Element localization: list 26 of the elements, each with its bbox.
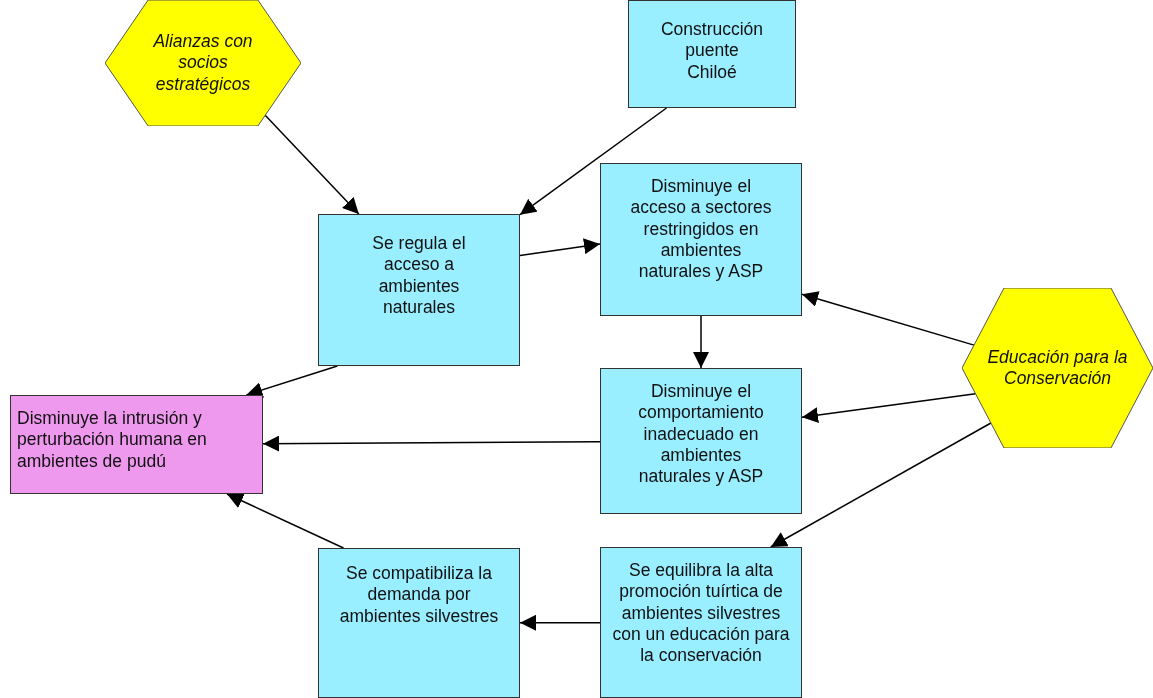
node-text: Se regula el acceso a ambientes naturales (371, 233, 467, 319)
node-text: Disminuye el acceso a sectores restringidos en ambientes naturales y ASP (629, 176, 773, 283)
arrow (519, 238, 601, 257)
arrow (693, 315, 709, 369)
node-text: Se equilibra la alta promoción tuírtica de ambientes silvestres con un educación para la conservación (611, 560, 791, 667)
arrow (801, 291, 975, 346)
arrow (519, 614, 601, 631)
node-text: Se compatibiliza la demanda por ambientes silvestres (338, 563, 500, 628)
arrow (801, 392, 977, 424)
target-box (10, 395, 263, 494)
node-text: Disminuye el comportamiento inadecuado en ambientes naturales y ASP (637, 381, 765, 488)
arrow (264, 114, 360, 215)
process-box (628, 0, 796, 108)
process-box (318, 214, 520, 366)
process-box (318, 548, 520, 698)
node-text: Alianzas con socios estratégicos (152, 31, 254, 95)
node-text: Disminuye la intrusión y perturbación humana en ambientes de pudú (17, 408, 208, 473)
process-box (600, 163, 802, 316)
process-box (600, 368, 802, 514)
node-text: Construcción puente Chiloé (659, 19, 765, 84)
arrow (226, 493, 345, 549)
process-box (600, 547, 802, 698)
arrow (262, 435, 601, 452)
arrow (519, 107, 668, 216)
node-text: Educación para la Conservación (986, 346, 1129, 390)
arrow (770, 422, 992, 548)
